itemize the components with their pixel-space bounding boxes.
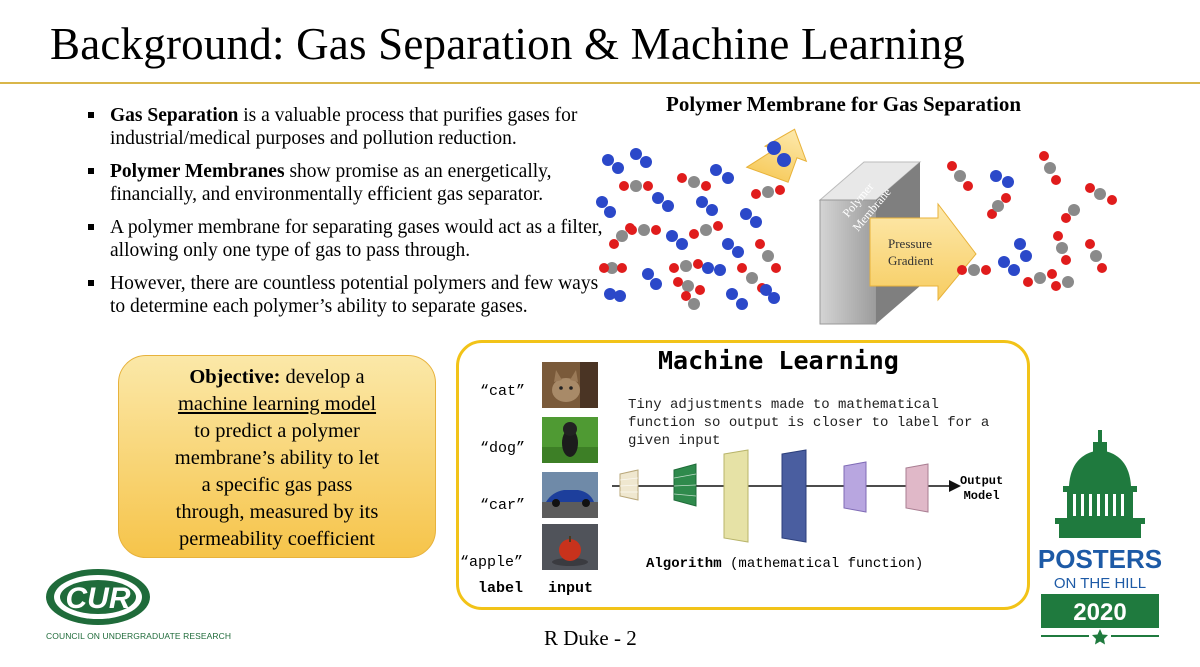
neural-network-diagram [612,449,961,543]
objective-line-1: Objective: develop a [119,364,435,391]
bullet-text: However, there are countless potential p… [110,273,599,317]
bullet-text: is a valuable process that purifies gase… [110,105,578,149]
objective-line: membrane’s ability to let [174,447,380,469]
label-heading: label [478,580,524,597]
dog-image [542,417,598,463]
objective-line: a specific gas pass [201,474,353,496]
bullet-square-icon [88,224,94,230]
ml-panel [456,340,1030,610]
bullet-bold: Polymer Membranes [110,161,285,182]
bullet-list: Gas Separation is a valuable process tha… [88,104,608,328]
output-line-1: Output [960,474,1004,488]
layer-3 [723,449,749,543]
capitol-dome-icon [1055,430,1145,538]
pressure-label-2: Gradient [888,253,934,268]
objective-line: to predict a polymer [194,420,360,442]
objective-lead: Objective: [189,366,281,388]
title-divider [0,82,1200,84]
poh-year-text: 2020 [1073,599,1126,626]
objective-line: through, measured by its [175,501,379,523]
poh-posters-text: POSTERS [1038,544,1162,574]
ml-title: Machine Learning [658,346,899,375]
output-line-2: Model [963,489,1000,503]
upward-arrow [745,128,808,183]
layer-5 [843,461,867,513]
membrane-diagram: Polymer Membrane Pressure Gradient [596,128,1117,325]
objective-line: permeability coefficient [179,528,375,550]
algorithm-rest: (mathematical function) [721,556,924,572]
cur-logo: CUR [46,569,150,625]
bullet-item: A polymer membrane for separating gases … [88,216,608,262]
bullet-square-icon [88,168,94,174]
slide-footer: R Duke - 2 [544,626,637,650]
objective-link-line: machine learning model [119,391,435,418]
star-icon [1092,629,1108,645]
cat-image [542,362,598,408]
objective-ml-link: machine learning model [177,393,377,415]
pressure-label-1: Pressure [888,236,932,251]
gas-molecules-left [596,148,785,310]
posters-on-the-hill-logo: POSTERS ON THE HILL 2020 [1038,430,1162,645]
label-car: “car” [480,497,526,514]
polymer-figure-title: Polymer Membrane for Gas Separation [666,92,1022,116]
bullet-item: However, there are countless potential p… [88,272,608,318]
bullet-square-icon [88,112,94,118]
bullet-text: show promise as an energetically, financ… [110,161,552,205]
ml-description: Tiny adjustments made to mathematical fu… [628,397,990,449]
label-dog: “dog” [480,440,526,457]
algorithm-bold: Algorithm [646,556,722,572]
gas-molecules-right [947,151,1117,291]
layer-1 [619,469,639,501]
bullet-item: Gas Separation is a valuable process tha… [88,104,608,150]
apple-image [542,524,598,570]
cur-logo-text: CUR [66,582,131,615]
bullet-item: Polymer Membranes show promise as an ene… [88,160,608,206]
bullet-square-icon [88,280,94,286]
layer-4 [781,449,807,543]
slide-title: Background: Gas Separation & Machine Lea… [50,19,965,69]
objective-box: Objective: develop a machine learning mo… [118,355,436,558]
output-model-label: Output Model [960,474,1003,504]
poh-year-banner [1041,594,1159,628]
label-cat: “cat” [480,383,526,400]
car-image [542,472,598,518]
algorithm-caption: Algorithm (mathematical function) [646,556,923,572]
cur-logo-core [60,580,136,614]
poh-on-the-hill-text: ON THE HILL [1054,575,1146,592]
cur-subtitle: COUNCIL ON UNDERGRADUATE RESEARCH [46,631,232,641]
input-heading: input [548,580,594,597]
objective-line1-text: develop a [280,366,365,388]
pressure-arrow [869,202,977,302]
label-apple: “apple” [460,554,524,571]
bullet-bold: Gas Separation [110,105,239,126]
bullet-text: A polymer membrane for separating gases … [110,217,603,261]
layer-6 [905,463,929,513]
blue-molecule-in-arrow [767,141,791,167]
